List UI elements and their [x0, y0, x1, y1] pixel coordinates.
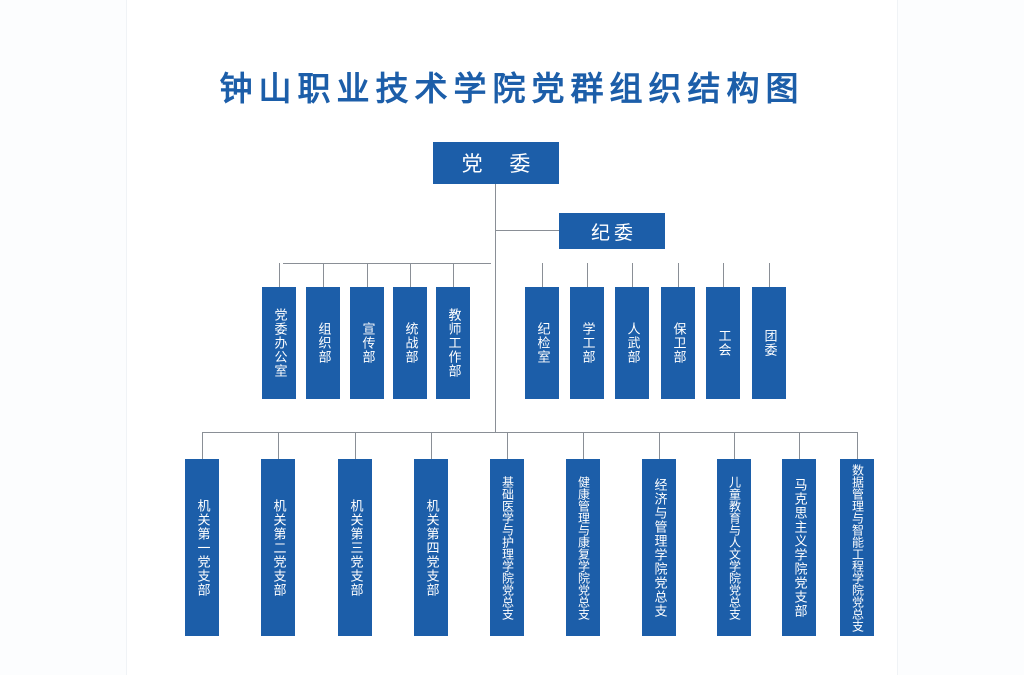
tier3-bus-connector [202, 432, 857, 433]
tier3-drop-connector [734, 432, 735, 459]
tier2-bus-connector [283, 263, 491, 264]
tier3-drop-connector [355, 432, 356, 459]
left-margin-band [0, 0, 127, 675]
branch-box: 数据管理与智能工程学院党总支 [840, 459, 874, 636]
branch-box: 机关第一党支部 [185, 459, 219, 636]
tier2-right-drop-connector [723, 263, 724, 287]
branch-box: 基础医学与护理学院党总支 [490, 459, 524, 636]
department-box: 党委办公室 [262, 287, 296, 399]
tier3-drop-connector [659, 432, 660, 459]
tier2-right-drop-connector [542, 263, 543, 287]
department-box: 学工部 [570, 287, 604, 399]
tier3-drop-connector [583, 432, 584, 459]
tier2-right-drop-connector [678, 263, 679, 287]
tier2-right-drop-connector [632, 263, 633, 287]
department-box: 人武部 [615, 287, 649, 399]
tier2-left-drop-connector [323, 263, 324, 287]
tier3-drop-connector [202, 432, 203, 459]
tier3-drop-connector [278, 432, 279, 459]
department-box: 保卫部 [661, 287, 695, 399]
tier2-left-drop-connector [367, 263, 368, 287]
discipline-committee-box: 纪委 [559, 213, 665, 249]
trunk-connector [495, 184, 496, 432]
department-box: 工会 [706, 287, 740, 399]
tier3-drop-connector [431, 432, 432, 459]
tier3-drop-connector [857, 432, 858, 459]
branch-box: 健康管理与康复学院党总支 [566, 459, 600, 636]
branch-box: 机关第二党支部 [261, 459, 295, 636]
right-margin-band [897, 0, 1024, 675]
branch-box: 马克思主义学院党支部 [782, 459, 816, 636]
department-box: 团委 [752, 287, 786, 399]
branch-box: 机关第三党支部 [338, 459, 372, 636]
chart-title: 钟山职业技术学院党群组织结构图 [219, 69, 805, 108]
tier2-right-drop-connector [587, 263, 588, 287]
tier2-left-drop-connector [453, 263, 454, 287]
tier2-right-drop-connector [769, 263, 770, 287]
department-box: 宣传部 [350, 287, 384, 399]
department-box: 统战部 [393, 287, 427, 399]
department-box: 纪检室 [525, 287, 559, 399]
tier3-drop-connector [799, 432, 800, 459]
department-box: 组织部 [306, 287, 340, 399]
department-box: 教师工作部 [436, 287, 470, 399]
tier2-left-drop-connector [279, 263, 280, 287]
tier2-left-drop-connector [410, 263, 411, 287]
party-committee-box: 党 委 [433, 142, 559, 184]
branch-box: 机关第四党支部 [414, 459, 448, 636]
tier3-drop-connector [507, 432, 508, 459]
discipline-connector [495, 230, 559, 231]
branch-box: 儿童教育与人文学院党总支 [717, 459, 751, 636]
branch-box: 经济与管理学院党总支 [642, 459, 676, 636]
